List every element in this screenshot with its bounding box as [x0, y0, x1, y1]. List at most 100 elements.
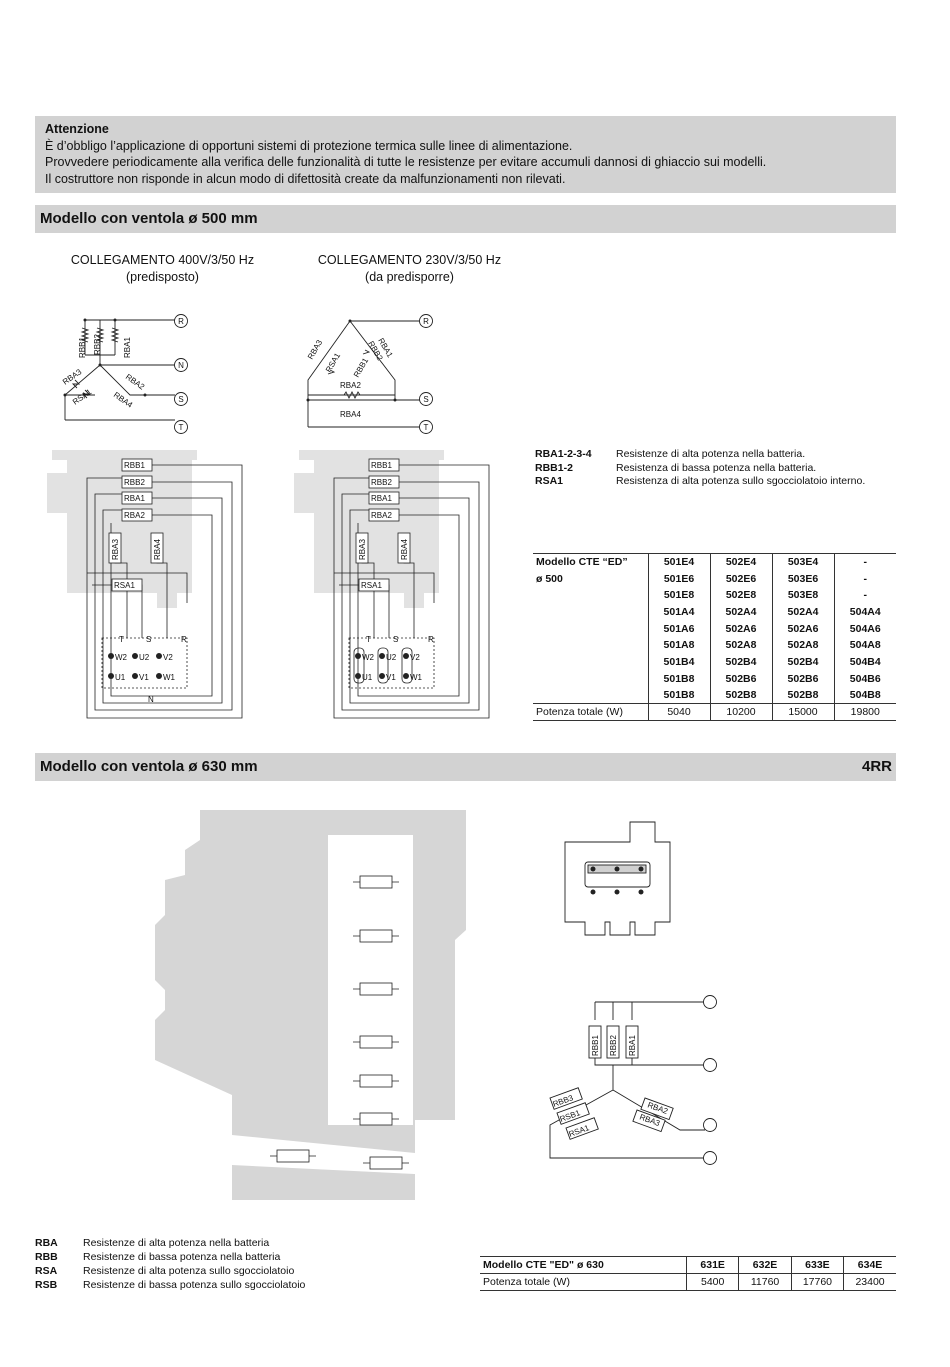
terminal-label: U2 — [139, 653, 150, 662]
board-label: RBA3 — [358, 539, 367, 560]
table-cell: 501A8 — [647, 636, 710, 654]
legend-row: RSA Resistenze di alta potenza sullo sgoc… — [35, 1264, 305, 1278]
terminal-label: W2 — [115, 653, 128, 662]
table-header-row: Modello CTE "ED" ø 630 631E 632E 633E 63… — [480, 1256, 896, 1274]
terminal-label: S — [146, 635, 151, 644]
star-connection-diagram: R N S T RBB1 RBB2 RBA1 RBA3 RSA1 RBA2 RB… — [61, 314, 188, 434]
legend-key: RBA — [35, 1237, 58, 1249]
table-cell: 504A6 — [833, 620, 896, 637]
table-row: 501A4 502A4 502A4 504A4 — [533, 603, 896, 621]
caption-400v: COLLEGAMENTO 400V/3/50 Hz (predisposto) — [55, 252, 270, 286]
table-cell: 501A6 — [647, 620, 710, 637]
legend-desc: Resistenze di bassa potenza nella batter… — [83, 1251, 281, 1263]
terminal-label: W1 — [410, 673, 423, 682]
wiring-schematic-630: RBB1 RBB2 RBA1 RBB3 RSB1 RSA1 RBA2 RBA3 — [549, 995, 717, 1165]
board-label: RBB2 — [371, 478, 392, 487]
table-row: 501A8 502A8 502A8 504A8 — [533, 636, 896, 654]
caption-230v-line1: COLLEGAMENTO 230V/3/50 Hz — [317, 253, 502, 267]
caption-400v-line2: (predisposto) — [126, 270, 199, 284]
board-label: RBA1 — [371, 494, 392, 503]
table-row: 501B8 502B8 502B8 504B8 — [533, 687, 896, 704]
legend-key: RSA1 — [535, 475, 564, 487]
table-cell: 502A4 — [771, 603, 834, 621]
terminal-box-630 — [564, 821, 671, 936]
caption-230v-line2: (da predisporre) — [365, 270, 454, 284]
terminal-label: V2 — [163, 653, 173, 662]
table-cell: 634E — [843, 1256, 896, 1274]
phase-r-label: R — [178, 317, 184, 326]
section-630-title: Modello con ventola ø 630 mm — [40, 758, 258, 775]
legend-desc: Resistenza di alta potenza sullo sgoccio… — [616, 475, 866, 487]
table-cell: 502E8 — [709, 586, 772, 604]
table-cell: 502E6 — [709, 570, 772, 587]
notice-title: Attenzione — [45, 122, 109, 136]
resistor-label: RBB1 — [78, 337, 87, 358]
table-cell: 15000 — [771, 703, 834, 722]
table-cell: 502B4 — [771, 653, 834, 671]
terminal-label: V1 — [139, 673, 149, 682]
legend-key: RSA — [35, 1265, 58, 1277]
board-label: RBA1 — [124, 494, 145, 503]
table-cell: 504B6 — [833, 670, 896, 687]
table-label-cell: Potenza totale (W) — [533, 703, 648, 722]
board-label: RBA2 — [371, 511, 392, 520]
table-cell: - — [833, 553, 896, 571]
notice-line: Il costruttore non risponde in alcun mod… — [45, 171, 566, 186]
terminal-label: N — [148, 695, 154, 704]
table-cell: 5400 — [685, 1273, 739, 1291]
board-label: RBA3 — [111, 539, 120, 560]
table-cell: - — [833, 570, 896, 587]
table-cell: 10200 — [709, 703, 772, 722]
notice-line: È d’obbligo l’applicazione di opportuni … — [45, 138, 573, 153]
phase-s-label: S — [423, 395, 428, 404]
caption-400v-line1: COLLEGAMENTO 400V/3/50 Hz — [70, 253, 255, 267]
legend-key: RSB — [35, 1279, 58, 1291]
terminal-label: V1 — [386, 673, 396, 682]
board-label: RBA4 — [153, 539, 162, 560]
table-cell: 502A6 — [709, 620, 772, 637]
models-table-630: Modello CTE "ED" ø 630 631E 632E 633E 63… — [480, 1256, 896, 1291]
resistor-label: RBA1 — [628, 1035, 637, 1056]
resistor-label: RBA4 — [112, 390, 135, 410]
table-cell: 504A4 — [833, 603, 896, 621]
table-total-row: Potenza totale (W) 5040 10200 15000 1980… — [533, 703, 896, 722]
resistor-label: RSA1 — [71, 387, 94, 407]
resistor-label: RSB1 — [559, 1108, 582, 1124]
table-cell: 501B8 — [647, 687, 710, 704]
section-500-header: Modello con ventola ø 500 mm — [35, 205, 896, 233]
terminal-label: S — [393, 635, 398, 644]
terminal-label: T — [366, 635, 371, 644]
phase-t-label: T — [179, 423, 184, 432]
table-cell: 502A8 — [771, 636, 834, 654]
table-cell: 504B4 — [833, 653, 896, 671]
unit-630-diagram — [155, 810, 466, 1200]
section-630-header: Modello con ventola ø 630 mm 4RR — [35, 753, 896, 781]
table-cell: 631E — [685, 1256, 739, 1274]
table-row: Modello CTE “ED” 501E4 502E4 503E4 - — [533, 553, 896, 571]
table-cell: 503E8 — [771, 586, 834, 604]
table-label-cell: Modello CTE “ED” — [533, 553, 648, 571]
table-label-cell: Modello CTE "ED" ø 630 — [480, 1256, 687, 1274]
table-row: ø 500 501E6 502E6 503E6 - — [533, 570, 896, 587]
models-table-500: Modello CTE “ED” 501E4 502E4 503E4 - ø 5… — [533, 553, 896, 722]
legend-row: RSA1 Resistenza di alta potenza sullo sgo… — [535, 475, 865, 489]
delta-connection-diagram: R S T RBA3 RSA1 RBB2 RBB1 RBA1 RBA2 RBA4 — [306, 314, 433, 434]
legend-desc: Resistenze di alta potenza nella batteri… — [616, 448, 806, 460]
table-cell: 501A4 — [647, 603, 710, 621]
table-cell: 501B4 — [647, 653, 710, 671]
legend-desc: Resistenza di bassa potenza nella batter… — [616, 461, 817, 474]
board-label: RBA2 — [124, 511, 145, 520]
table-label-cell: Potenza totale (W) — [480, 1273, 687, 1291]
resistor-label: RSA1 — [568, 1123, 591, 1139]
table-total-row: Potenza totale (W) 5400 11760 17760 2340… — [480, 1273, 896, 1291]
section-630-code: 4RR — [861, 758, 892, 775]
phase-t-label: T — [424, 423, 429, 432]
legend-desc: Resistenze di alta potenza sullo sgoccio… — [83, 1265, 295, 1277]
table-row: 501B4 502B4 502B4 504B4 — [533, 653, 896, 671]
table-cell: 11760 — [738, 1273, 792, 1291]
terminal-label: T — [119, 635, 124, 644]
table-cell: 502B6 — [709, 670, 772, 687]
table-cell: 633E — [790, 1256, 844, 1274]
